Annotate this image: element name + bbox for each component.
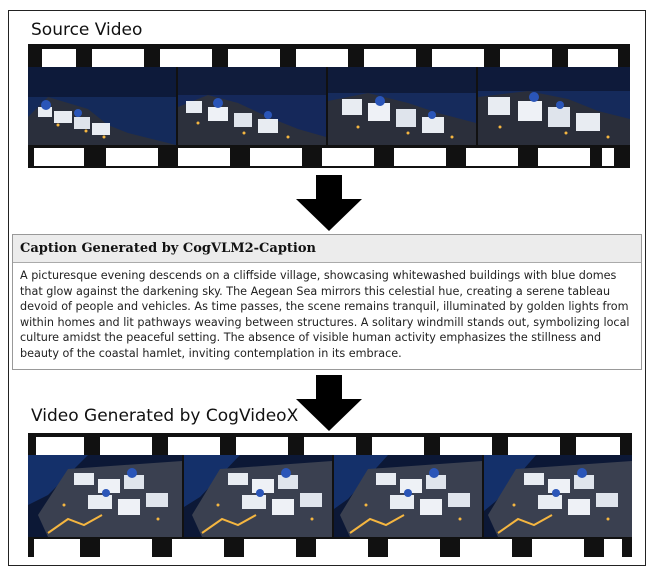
generated-film-strip [28, 433, 632, 557]
generated-frame-1 [28, 455, 182, 537]
generated-frame-2 [184, 455, 332, 537]
caption-box: Caption Generated by CogVLM2-Caption A p… [12, 234, 642, 370]
down-arrow-icon [296, 375, 362, 431]
caption-title: Caption Generated by CogVLM2-Caption [13, 235, 641, 263]
generated-top-sprocket-holes [28, 437, 632, 455]
down-arrow-icon [296, 175, 362, 231]
source-film-strip [28, 44, 630, 168]
source-top-sprocket-holes [28, 49, 630, 67]
source-video-title: Source Video [31, 20, 143, 40]
caption-text: A picturesque evening descends on a clif… [20, 269, 630, 360]
source-frame-2 [178, 67, 326, 145]
source-frame-3 [328, 67, 476, 145]
source-frame-4 [478, 67, 630, 145]
generated-bottom-sprocket-holes [28, 539, 632, 557]
generated-video-title: Video Generated by CogVideoX [31, 406, 299, 426]
generated-frame-4 [484, 455, 632, 537]
source-bottom-sprocket-holes [28, 148, 630, 166]
source-frame-1 [28, 67, 176, 145]
generated-frame-3 [334, 455, 482, 537]
